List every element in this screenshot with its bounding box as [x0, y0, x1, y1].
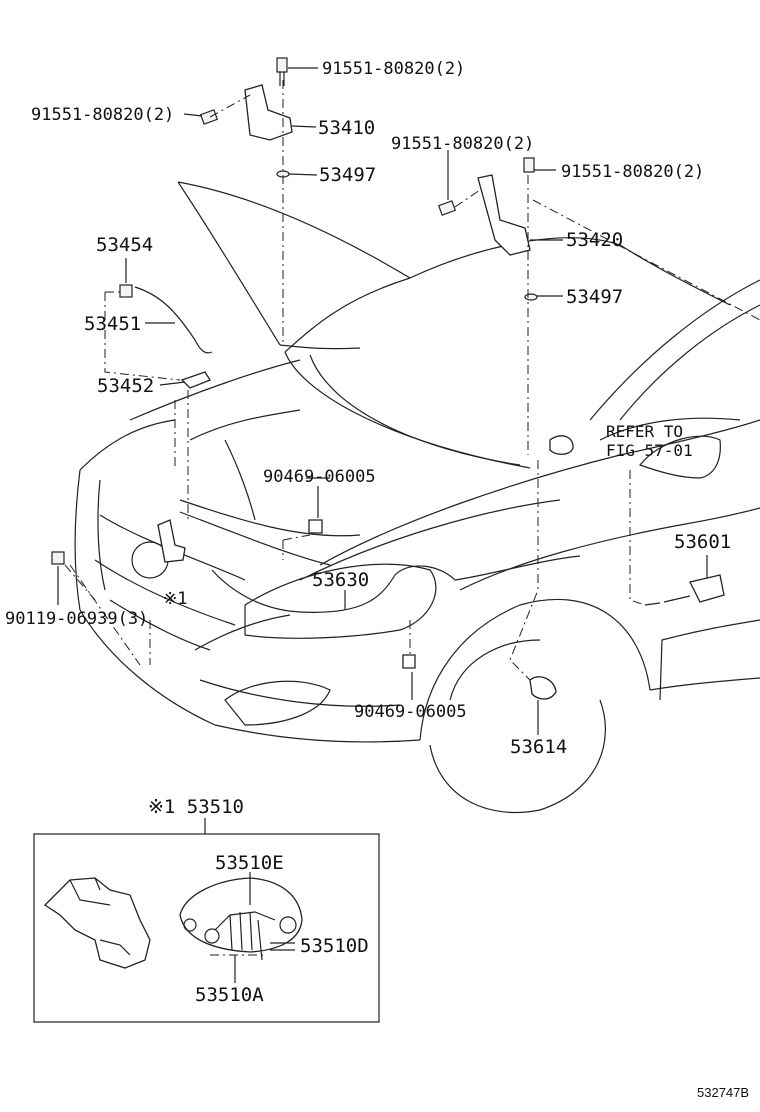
parts-illustration — [51, 57, 725, 700]
part-labels: 91551-80820(2) 91551-80820(2) 53410 5349… — [5, 59, 749, 1100]
label-clip-lower: 90469-06005 — [354, 702, 467, 722]
label-rod-holder: 53452 — [97, 375, 154, 397]
car-body-illustration — [74, 181, 760, 814]
label-clip-support: 53454 — [96, 234, 153, 256]
label-clip-upper: 90469-06005 — [263, 467, 376, 487]
detail-frame — [33, 833, 380, 1023]
label-seal-lh: 53497 — [319, 164, 376, 186]
label-lock-assy: ※1 53510 — [148, 796, 244, 818]
figure-code: 532747B — [697, 1085, 749, 1100]
label-lever: 53614 — [510, 736, 567, 758]
label-seal-rh: 53497 — [566, 286, 623, 308]
label-refer-line1: REFER TO — [606, 422, 683, 441]
label-mark-note: ※1 — [163, 589, 187, 609]
leader-lines — [57, 67, 760, 735]
label-lock-e: 53510E — [215, 852, 284, 874]
label-bolt-left: 91551-80820(2) — [31, 105, 174, 125]
lock-assembly-detail — [33, 818, 380, 1023]
label-handle: 53601 — [674, 531, 731, 553]
label-cable: 53630 — [312, 569, 369, 591]
label-lock-d: 53510D — [300, 935, 369, 957]
label-bolt-rh-right: 91551-80820(2) — [561, 162, 704, 182]
label-support-rod: 53451 — [84, 313, 141, 335]
label-bolt-top: 91551-80820(2) — [322, 59, 465, 79]
label-lock-a: 53510A — [195, 984, 264, 1006]
label-hinge-rh: 53420 — [566, 229, 623, 251]
label-bolt-lower: 90119-06939(3) — [5, 609, 148, 629]
label-bolt-rh-left: 91551-80820(2) — [391, 134, 534, 154]
label-hinge-lh: 53410 — [318, 117, 375, 139]
label-refer-line2: FIG 57-01 — [606, 441, 693, 460]
